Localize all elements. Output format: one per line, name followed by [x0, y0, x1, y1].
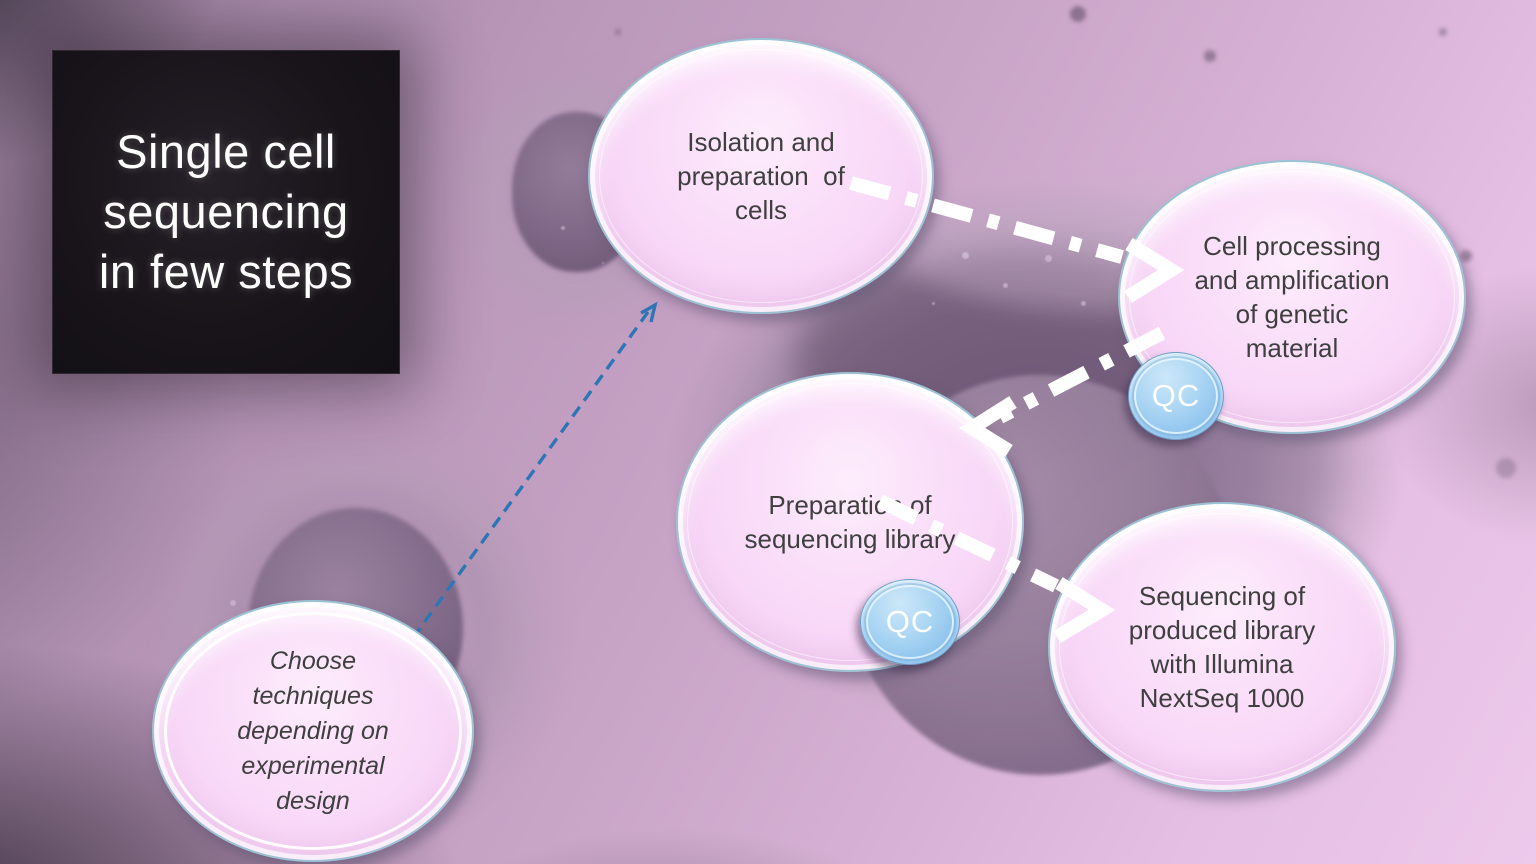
step-text-library-prep: Preparation of sequencing library — [744, 490, 956, 554]
qc-badge-1-label: QC — [1151, 378, 1201, 413]
slide-title-box: Single cell sequencing in few steps — [52, 50, 400, 374]
step-text-sequencing: Sequencing of produced library with Illu… — [1128, 581, 1316, 713]
step-ellipse-sequencing: Sequencing of produced library with Illu… — [1048, 502, 1396, 792]
step-text-isolation: Isolation and preparation of cells — [677, 127, 845, 225]
qc-badge-2-label: QC — [885, 604, 935, 639]
step-ellipse-isolation: Isolation and preparation of cells — [588, 38, 934, 314]
dark-speckles — [0, 0, 12, 12]
qc-badge-1: QC — [1128, 352, 1224, 440]
step-text-cell-processing: Cell processing and amplification of gen… — [1194, 231, 1390, 363]
step-text-choose-techniques: Choose techniques depending on experimen… — [237, 646, 389, 815]
qc-badge-2: QC — [860, 579, 960, 665]
step-ellipse-choose-techniques: Choose techniques depending on experimen… — [152, 600, 474, 862]
slide-title: Single cell sequencing in few steps — [98, 125, 354, 298]
step-ellipse-library-prep: Preparation of sequencing library — [676, 372, 1024, 672]
